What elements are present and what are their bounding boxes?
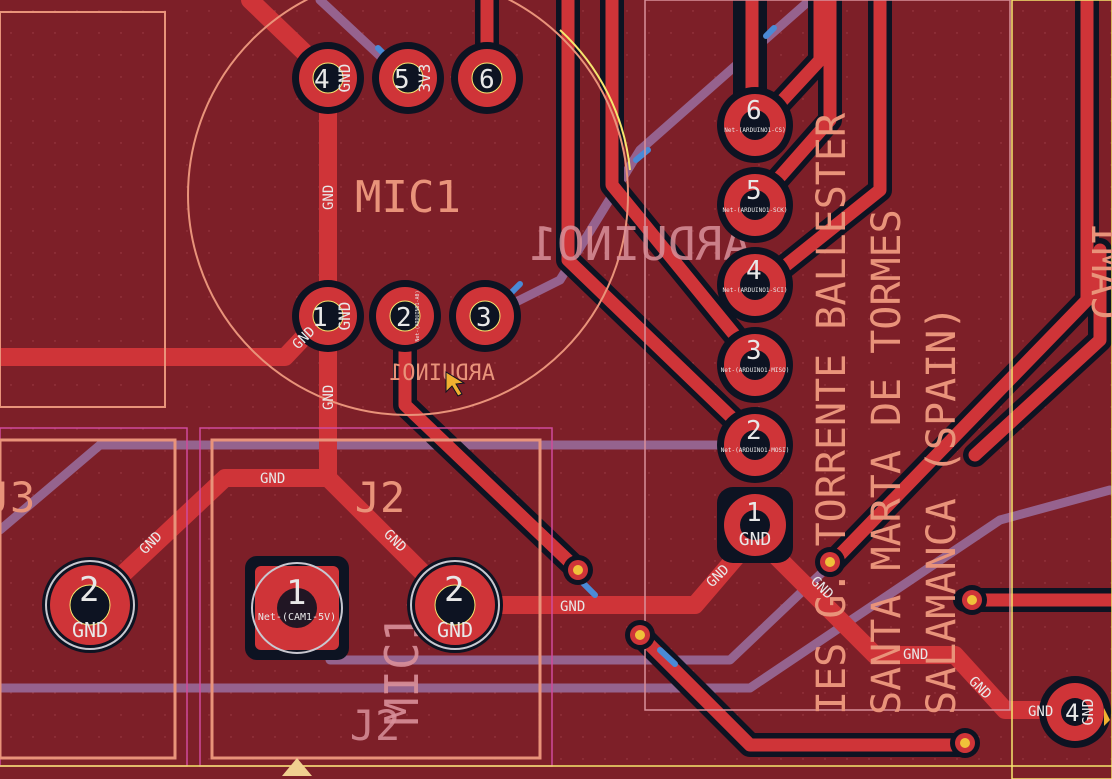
pad-number: 5 [394,65,410,95]
pad-number: 6 [746,96,762,126]
via[interactable] [563,555,593,585]
via[interactable] [815,547,845,577]
pad-net: GND [437,618,473,642]
header-pad-5[interactable]: 5 Net-(ARDUINO1-SCK) [717,167,793,243]
pad-net: Net-(ARDUINO1-SCK) [722,207,787,214]
arduino-bottom-ref: ARDUINO1 [389,361,495,386]
mic-pad-4[interactable]: 4 GND [292,42,364,114]
silk-line-2: SANTA MARTA DE TORMES [864,209,910,715]
edge-cut-arc [559,29,631,171]
arduino-fab-outline [644,0,1011,711]
mic-pad-2[interactable]: 2 Net-(ARDUINO1-A0) [369,280,441,352]
pad-number: 1 [286,573,306,613]
via[interactable] [950,728,980,758]
mic1-silk-outline [187,0,629,416]
school-silk-text: IES G. TORRENTE BALLESTER SANTA MARTA DE… [809,112,1112,715]
left-footprint-outline [0,11,166,408]
pad-net: GND [739,529,772,550]
track-label: GND [1028,704,1053,720]
pad-number: 2 [444,570,464,610]
pad-net: GND [335,302,354,331]
pad-net: Net-(ARDUINO1-CS) [724,127,785,134]
anchor-marker-icon [1104,708,1110,726]
pad-net: GND [1079,698,1097,725]
silk-line-1: IES G. TORRENTE BALLESTER [809,112,855,715]
pad-net: Net-(ARDUINO1-A0) [415,290,421,341]
pad-number: 6 [479,65,495,95]
track-label: GND [321,185,337,210]
silk-line-3: SALAMANCA (SPAIN) [919,306,965,715]
mouse-cursor-icon [445,371,466,397]
pad-net: Net-(ARDUINO1-SCI) [722,287,787,294]
j2-pad-1[interactable]: 1 Net-(CAM1-5V) [245,556,349,660]
right-edge-pad[interactable]: 4 GND [1039,676,1111,748]
pad-number: 1 [746,498,762,528]
via-links [375,25,777,667]
j3-silk-outline [0,438,177,760]
pad-number: 1 [312,303,328,333]
header-pad-6[interactable]: 6 Net-(ARDUINO1-CS) [717,87,793,163]
via[interactable] [957,585,987,615]
pad-net: Net-(ARDUINO1-MISO) [721,367,790,374]
vias[interactable] [563,547,987,758]
mic-pad-6[interactable]: 6 [451,42,523,114]
j2-fab-ref: J2 [350,701,401,750]
origin-marker-icon [282,758,312,776]
pad-number: 3 [476,303,492,333]
right-edge-outline [1011,0,1112,779]
j3-ref-label: J3 [0,473,35,522]
mic1-ref-label: MIC1 [355,172,461,223]
via[interactable] [625,620,655,650]
pad-number: 3 [746,336,762,366]
j2-ref-label: J2 [355,473,406,522]
pad-net: 3V3 [415,64,434,93]
j3-pad-2[interactable]: 2 GND [42,557,138,653]
header-pad-4[interactable]: 4 Net-(ARDUINO1-SCI) [717,247,793,323]
jack-pads[interactable]: 2 GND 1 Net-(CAM1-5V) 2 GND 4 GND [42,556,1111,748]
track-label: GND [903,647,928,663]
header-pad-2[interactable]: 2 Net-(ARDUINO1-MOSI) [717,407,793,483]
pad-number: 2 [79,570,99,610]
arduino-mirrored-ref: ARDUINO1 [529,217,751,271]
pad-net: GND [335,64,354,93]
pad-number: 5 [746,176,762,206]
pad-number: 4 [314,65,330,95]
pad-net: Net-(ARDUINO1-MOSI) [721,447,790,454]
j2-pad-2[interactable]: 2 GND [407,557,503,653]
track-label: GND [260,471,285,487]
mic-pad-5[interactable]: 5 3V3 [372,42,444,114]
mic-pad-1[interactable]: 1 GND [292,280,364,352]
track-label: GND [560,599,585,615]
pad-number: 4 [746,256,762,286]
track-label: GND [321,385,337,410]
header-pad-3[interactable]: 3 Net-(ARDUINO1-MISO) [717,327,793,403]
header-pad-1[interactable]: 1 GND [717,487,793,563]
pad-number: 2 [396,303,412,333]
pad-net: GND [72,618,108,642]
j2-silk-outline [210,438,542,760]
arduino-header-pads[interactable]: 6 Net-(ARDUINO1-CS) 5 Net-(ARDUINO1-SCK)… [717,87,793,563]
pad-net: Net-(CAM1-5V) [258,612,336,623]
mic-pad-3[interactable]: 3 [449,280,521,352]
mic1-pads[interactable]: 4 GND 5 3V3 6 1 GND 2 Net-(ARDUINO1-A0) … [292,42,523,352]
pad-number: 2 [746,416,762,446]
edge-ref-label: CAM1 [1082,224,1112,320]
pad-number: 4 [1065,699,1079,727]
